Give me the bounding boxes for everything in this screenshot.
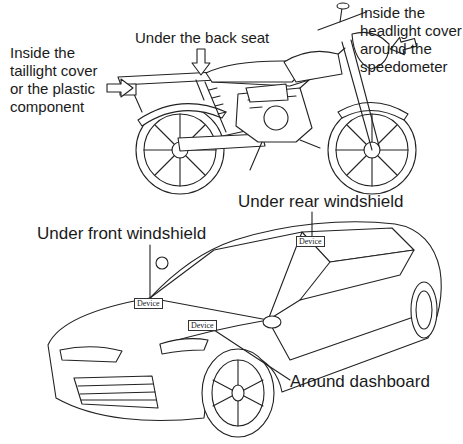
car — [48, 222, 441, 437]
engine-cover — [264, 106, 288, 130]
grille-bars — [78, 384, 156, 400]
leader-line — [149, 245, 150, 298]
location-label: Inside the taillight cover or the plasti… — [10, 44, 105, 116]
front-fender — [338, 102, 408, 120]
front-windshield — [150, 232, 302, 320]
device-box: Device — [296, 236, 325, 247]
leader-line — [311, 212, 312, 236]
front-hub — [232, 385, 244, 401]
grille — [74, 376, 158, 408]
front-rim — [212, 360, 264, 426]
location-label: Under the back seat — [135, 29, 305, 47]
body-lines — [160, 300, 428, 360]
fuel-tank — [284, 51, 342, 82]
mirror — [337, 3, 349, 9]
location-label: Inside the headlight cover around the sp… — [360, 4, 463, 76]
rear-rim — [416, 291, 432, 329]
side-mirror — [263, 316, 281, 328]
right-headlight — [160, 339, 208, 354]
side-window — [300, 250, 414, 300]
rear-wheel — [411, 282, 437, 338]
device-text: Device — [191, 321, 214, 330]
mirror-stem — [340, 8, 342, 22]
location-label: Under rear windshield — [238, 192, 453, 212]
wheel-spokes — [213, 360, 263, 426]
left-mirror — [156, 257, 168, 269]
rear-shock — [205, 82, 226, 132]
rack-support — [130, 80, 204, 112]
device-text: Device — [299, 237, 322, 246]
seat-arrow — [192, 49, 210, 75]
location-label: Under front windshield — [37, 224, 267, 244]
side-cover — [246, 84, 288, 102]
location-label: Around dashboard — [290, 372, 460, 392]
device-box: Device — [134, 298, 163, 309]
rear-fender — [138, 104, 226, 126]
kickstand — [250, 140, 320, 170]
leader-line — [214, 330, 290, 380]
device-text: Device — [137, 299, 160, 308]
device-box: Device — [188, 320, 217, 331]
handlebar — [318, 12, 366, 30]
taillight-arrow — [107, 79, 133, 97]
left-headlight — [60, 347, 122, 362]
